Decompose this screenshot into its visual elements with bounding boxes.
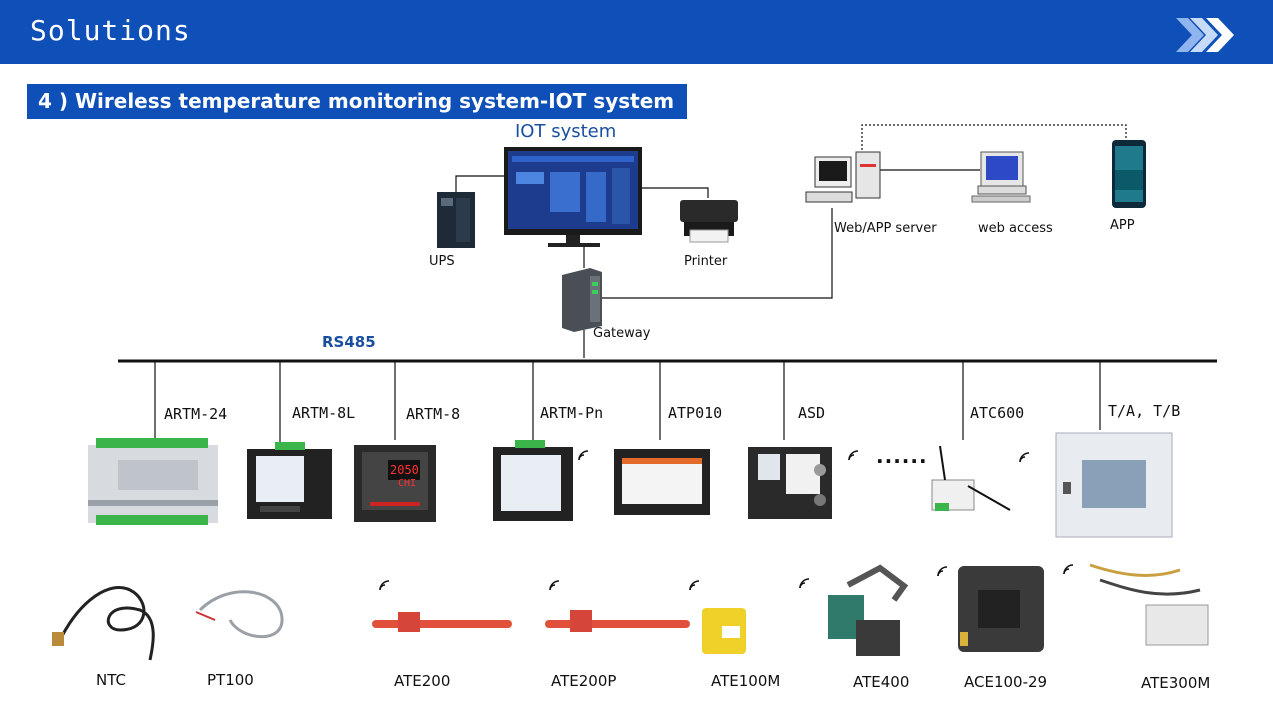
meter-display-line1: 2050 — [390, 463, 419, 477]
phone-icon — [1112, 140, 1146, 208]
artm-pn-device — [493, 440, 573, 521]
server-icon — [805, 151, 881, 203]
ta-tb-device — [1055, 432, 1173, 538]
ate200-sensor — [372, 612, 512, 632]
printer-label: Printer — [684, 254, 728, 269]
printer-icon — [680, 200, 738, 243]
artm-8-device — [354, 445, 436, 522]
ups-icon — [437, 192, 475, 248]
meter-display-line2: CHI — [398, 478, 416, 489]
sensor-label-ate400: ATE400 — [853, 673, 910, 691]
monitor-icon — [504, 147, 642, 247]
artm-24-device — [88, 438, 218, 525]
sensor-label-ace100-29: ACE100-29 — [964, 673, 1048, 691]
header-bar — [0, 0, 1273, 64]
artm-8l-device — [247, 442, 332, 519]
gateway-label: Gateway — [593, 326, 651, 341]
ate200p-sensor — [545, 610, 690, 632]
section-banner — [27, 84, 687, 119]
pt100-sensor — [195, 590, 284, 639]
sensor-label-ate100m: ATE100M — [711, 672, 781, 690]
device-label-atp010: ATP010 — [668, 404, 723, 422]
atc600-device — [931, 445, 1011, 511]
web-access-label: web access — [978, 221, 1053, 236]
gateway-icon — [562, 268, 602, 332]
rs485-label: RS485 — [322, 333, 376, 351]
chevron-right-icon — [1176, 18, 1234, 52]
sensor-label-ate300m: ATE300M — [1141, 674, 1211, 692]
device-label-artm-8: ARTM-8 — [406, 405, 461, 423]
section-title: 4 ) Wireless temperature monitoring syst… — [38, 89, 675, 113]
asd-device — [748, 447, 832, 519]
device-label-artm-24: ARTM-24 — [164, 405, 228, 423]
ntc-sensor — [52, 585, 155, 661]
bus-drops — [154, 361, 1101, 445]
sensor-label-ntc: NTC — [96, 671, 126, 689]
device-label-artm-pn: ARTM-Pn — [540, 404, 604, 422]
sensor-label-ate200p: ATE200P — [551, 672, 617, 690]
atp010-device — [614, 449, 710, 515]
iot-system-label: IOT system — [515, 121, 617, 142]
ups-label: UPS — [429, 254, 455, 269]
ate400-sensor — [828, 564, 909, 656]
device-label-atc600: ATC600 — [970, 404, 1025, 422]
ate300m-sensor — [1089, 563, 1209, 646]
ellipsis: ...... — [876, 444, 928, 468]
connection-lines — [455, 124, 1127, 358]
sensor-label-ate200: ATE200 — [394, 672, 451, 690]
device-label-ta-tb: T/A, T/B — [1108, 402, 1181, 420]
device-label-artm-8l: ARTM-8L — [292, 404, 356, 422]
ace100-29-sensor — [958, 566, 1044, 652]
server-label: Web/APP server — [834, 221, 937, 236]
ate100m-sensor — [702, 608, 746, 654]
wifi-signal-icon — [379, 450, 1074, 591]
web-access-icon — [971, 151, 1031, 203]
sensor-label-pt100: PT100 — [207, 671, 254, 689]
page-title: Solutions — [30, 14, 191, 47]
device-label-asd: ASD — [798, 404, 826, 422]
app-label: APP — [1110, 218, 1135, 233]
